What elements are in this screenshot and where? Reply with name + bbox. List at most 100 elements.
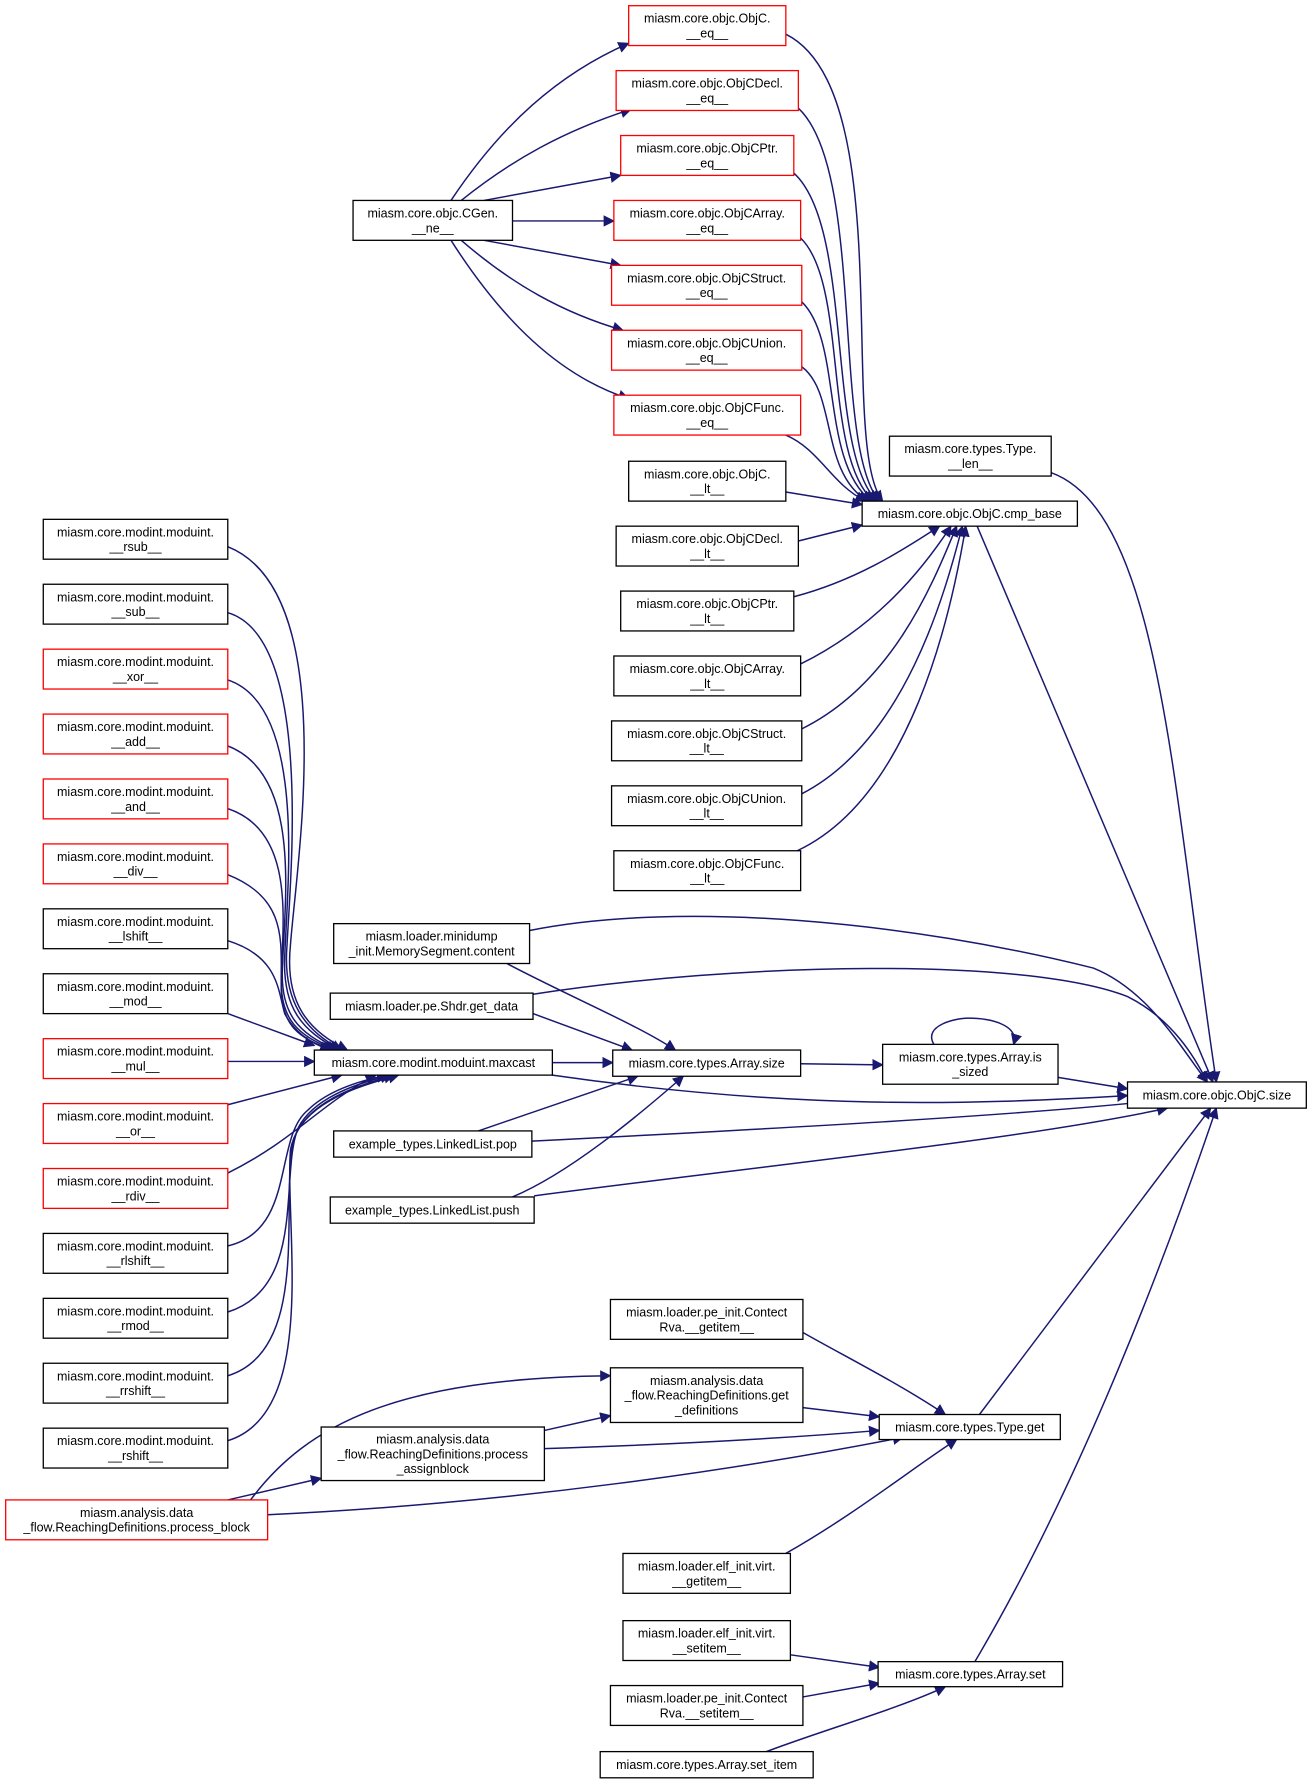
node-contect-getitem[interactable]: miasm.loader.pe_init.ContectRva.__getite… (609, 1298, 804, 1340)
node-objcarray-eq[interactable]: miasm.core.objc.ObjCArray.__eq__ (613, 199, 802, 241)
node-array-set[interactable]: miasm.core.types.Array.set (877, 1660, 1064, 1688)
node-box (881, 1043, 1059, 1085)
node-add[interactable]: miasm.core.modint.moduint.__add__ (42, 713, 229, 755)
edge-add-to-maxcast (227, 745, 339, 1052)
node-mod[interactable]: miasm.core.modint.moduint.__mod__ (42, 973, 229, 1015)
node-div[interactable]: miasm.core.modint.moduint.__div__ (42, 843, 229, 885)
edge-ll_push-to-array_size (512, 1075, 685, 1198)
edge-arrow (227, 1071, 392, 1313)
node-box (42, 583, 229, 625)
edge-cgen_ne-to-objcptr_eq (483, 171, 622, 202)
node-label-line: miasm.core.objc.ObjCPtr. (636, 597, 778, 611)
node-label-line: __lt__ (689, 482, 725, 496)
node-shdr-get-data[interactable]: miasm.loader.pe.Shdr.get_data (329, 992, 534, 1020)
node-objcstruct-lt[interactable]: miasm.core.objc.ObjCStruct.__lt__ (610, 720, 803, 762)
node-box (42, 518, 229, 560)
edge-rd_process_block-to-rd_get_definitions (249, 1370, 612, 1501)
edge-arrow (976, 525, 1215, 1083)
node-label-line: miasm.core.objc.ObjCDecl. (632, 532, 783, 546)
node-objc-eq[interactable]: miasm.core.objc.ObjC.__eq__ (628, 5, 787, 47)
node-rshift[interactable]: miasm.core.modint.moduint.__rshift__ (42, 1427, 229, 1469)
node-box (313, 1049, 554, 1076)
node-contect-setitem[interactable]: miasm.loader.pe_init.ContectRva.__setite… (609, 1684, 804, 1727)
edge-arrow (785, 33, 884, 503)
node-mul[interactable]: miasm.core.modint.moduint.__mul__ (42, 1038, 229, 1080)
node-rd-process-assignblock[interactable]: miasm.analysis.data_flow.ReachingDefinit… (320, 1426, 546, 1482)
node-objcfunc-lt[interactable]: miasm.core.objc.ObjCFunc.__lt__ (613, 850, 802, 892)
node-label-line: miasm.core.modint.moduint. (57, 525, 214, 539)
node-ll-push[interactable]: example_types.LinkedList.push (329, 1196, 535, 1224)
edge-rlshift-to-maxcast (227, 1071, 389, 1247)
node-ll-pop[interactable]: example_types.LinkedList.pop (333, 1130, 533, 1158)
node-cmp-base[interactable]: miasm.core.objc.ObjC.cmp_base (861, 500, 1079, 527)
edge-objcdecl_lt-to-cmp_base (798, 521, 864, 542)
node-objcptr-lt[interactable]: miasm.core.objc.ObjCPtr.__lt__ (620, 590, 795, 632)
edge-objcfunc_eq-to-cmp_base (785, 434, 867, 502)
node-sub[interactable]: miasm.core.modint.moduint.__sub__ (42, 583, 229, 625)
node-label-line: miasm.core.types.Array.set (895, 1668, 1046, 1682)
node-rdiv[interactable]: miasm.core.modint.moduint.__rdiv__ (42, 1167, 229, 1210)
edge-arrow (483, 171, 622, 202)
node-label-line: miasm.core.objc.ObjCArray. (630, 662, 785, 676)
node-rsub[interactable]: miasm.core.modint.moduint.__rsub__ (42, 518, 229, 560)
edge-arrow (974, 1107, 1219, 1663)
node-label-line: miasm.core.modint.moduint. (57, 1045, 214, 1059)
edge-cgen_ne-to-objcunion_eq (460, 239, 625, 333)
edge-arrow (800, 1059, 884, 1071)
node-objcdecl-eq[interactable]: miasm.core.objc.ObjCDecl.__eq__ (615, 69, 800, 112)
node-or[interactable]: miasm.core.modint.moduint.__or__ (42, 1102, 229, 1145)
edge-arrow (227, 873, 334, 1053)
node-objcunion-eq[interactable]: miasm.core.objc.ObjCUnion.__eq__ (610, 329, 803, 371)
node-label-line: __rdiv__ (111, 1189, 161, 1203)
node-box (42, 713, 229, 755)
node-rd-process-block[interactable]: miasm.analysis.data_flow.ReachingDefinit… (5, 1499, 269, 1541)
node-objcptr-eq[interactable]: miasm.core.objc.ObjCPtr.__eq__ (620, 134, 795, 177)
node-label-line: __rrshift__ (105, 1384, 166, 1398)
edge-arrow (552, 1074, 1129, 1104)
edge-arrow (227, 1012, 316, 1048)
node-label-line: _init.MemorySegment.content (348, 944, 516, 958)
edge-objcstruct_lt-to-cmp_base (801, 525, 958, 730)
node-box (620, 590, 795, 632)
node-label-line: _flow.ReachingDefinitions.process_block (22, 1521, 250, 1535)
node-lshift[interactable]: miasm.core.modint.moduint.__lshift__ (42, 908, 229, 950)
node-box (878, 1413, 1061, 1441)
node-type-len[interactable]: miasm.core.types.Type.__len__ (888, 435, 1052, 477)
node-type-get[interactable]: miasm.core.types.Type.get (878, 1413, 1061, 1441)
node-box (861, 500, 1079, 527)
node-box (42, 1362, 229, 1404)
node-array-set-item[interactable]: miasm.core.types.Array.set_item (599, 1750, 814, 1779)
node-objcfunc-eq[interactable]: miasm.core.objc.ObjCFunc.__eq__ (613, 394, 802, 436)
node-box (329, 1196, 535, 1224)
node-objc-size[interactable]: miasm.core.objc.ObjC.size (1126, 1081, 1307, 1109)
node-cgen-ne[interactable]: miasm.core.objc.CGen.__ne__ (352, 199, 514, 241)
edge-arrow (450, 42, 630, 201)
node-rrshift[interactable]: miasm.core.modint.moduint.__rrshift__ (42, 1362, 229, 1404)
node-label-line: _definitions (674, 1403, 738, 1417)
node-xor[interactable]: miasm.core.modint.moduint.__xor__ (42, 648, 229, 690)
node-label-line: miasm.core.objc.ObjCUnion. (627, 336, 786, 350)
node-objc-lt[interactable]: miasm.core.objc.ObjC.__lt__ (628, 460, 787, 502)
node-box (609, 1298, 804, 1340)
edge-arrow (801, 366, 869, 502)
node-objcarray-lt[interactable]: miasm.core.objc.ObjCArray.__lt__ (613, 655, 802, 697)
node-minidump-content[interactable]: miasm.loader.minidump_init.MemorySegment… (333, 922, 531, 965)
node-and[interactable]: miasm.core.modint.moduint.__and__ (42, 778, 229, 820)
node-elf-virt-getitem[interactable]: miasm.loader.elf_init.virt.__getitem__ (622, 1552, 792, 1594)
node-box (42, 648, 229, 690)
node-objcunion-lt[interactable]: miasm.core.objc.ObjCUnion.__lt__ (610, 785, 803, 827)
node-array-size[interactable]: miasm.core.types.Array.size (612, 1049, 802, 1077)
edge-arrow (544, 1425, 881, 1450)
node-maxcast[interactable]: miasm.core.modint.moduint.maxcast (313, 1049, 554, 1076)
node-rd-get-definitions[interactable]: miasm.analysis.data_flow.ReachingDefinit… (609, 1367, 804, 1424)
node-array-is-sized[interactable]: miasm.core.types.Array.is_sized (881, 1043, 1059, 1085)
node-box (5, 1499, 269, 1541)
node-rmod[interactable]: miasm.core.modint.moduint.__rmod__ (42, 1297, 229, 1339)
node-elf-virt-setitem[interactable]: miasm.loader.elf_init.virt.__setitem__ (622, 1619, 792, 1662)
node-objcstruct-eq[interactable]: miasm.core.objc.ObjCStruct.__eq__ (610, 264, 803, 306)
node-label-line: miasm.core.objc.ObjCFunc. (630, 401, 784, 415)
edge-rsub-to-maxcast (227, 545, 349, 1051)
node-rlshift[interactable]: miasm.core.modint.moduint.__rlshift__ (42, 1232, 229, 1274)
node-objcdecl-lt[interactable]: miasm.core.objc.ObjCDecl.__lt__ (615, 525, 800, 567)
node-label-line: miasm.core.types.Type.get (895, 1421, 1045, 1435)
